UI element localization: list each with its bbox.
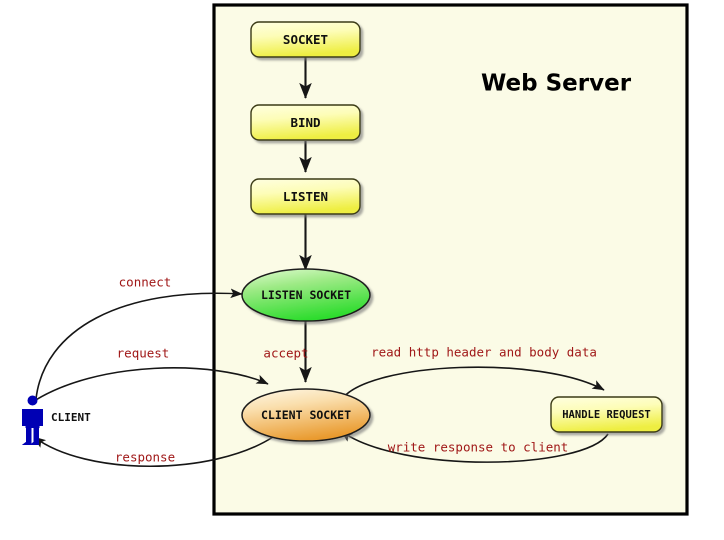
edge-client-socket-to-handle-request	[341, 366, 605, 400]
client-edges	[30, 288, 274, 467]
edge-label-accept: accept	[263, 346, 308, 361]
node-client-socket-label: CLIENT SOCKET	[261, 408, 351, 422]
client-actor-label: CLIENT	[51, 411, 91, 424]
node-listen-label: LISTEN	[283, 189, 328, 204]
node-socket-label: SOCKET	[283, 32, 328, 47]
person-icon	[21, 395, 43, 445]
edge-label-response: response	[115, 450, 175, 465]
edge-label-write-response: write response to client	[388, 440, 569, 455]
handle-request-edges	[340, 366, 609, 463]
node-bind-label: BIND	[290, 115, 320, 130]
node-handle-request[interactable]: HANDLE REQUEST	[550, 396, 663, 433]
edge-client-socket-to-client	[33, 436, 274, 467]
node-listen-socket[interactable]: LISTEN SOCKET	[241, 268, 371, 322]
edge-client-to-client-socket	[30, 367, 269, 404]
node-listen[interactable]: LISTEN	[250, 178, 361, 215]
node-bind-shape[interactable]	[250, 104, 361, 141]
node-listen-socket-shape[interactable]	[241, 268, 371, 322]
node-bind[interactable]: BIND	[250, 104, 361, 141]
node-handle-request-shape[interactable]	[550, 396, 663, 433]
edge-label-request: request	[117, 346, 170, 361]
node-handle-request-label: HANDLE REQUEST	[562, 409, 651, 421]
edge-label-connect: connect	[119, 275, 172, 290]
node-socket-shape[interactable]	[250, 21, 361, 58]
edge-label-read-http: read http header and body data	[371, 345, 597, 360]
page-title: Web Server	[481, 71, 632, 97]
node-client-socket-shape[interactable]	[241, 388, 371, 442]
node-listen-shape[interactable]	[250, 178, 361, 215]
edge-client-to-listen-socket	[35, 288, 243, 400]
node-client-socket[interactable]: CLIENT SOCKET	[241, 388, 371, 442]
edge-labels: connect accept request read http header …	[115, 275, 597, 465]
node-listen-socket-label: LISTEN SOCKET	[261, 288, 351, 302]
node-socket[interactable]: SOCKET	[250, 21, 361, 58]
edge-handle-request-to-client-socket	[340, 430, 609, 463]
client-actor[interactable]: CLIENT	[21, 395, 91, 446]
